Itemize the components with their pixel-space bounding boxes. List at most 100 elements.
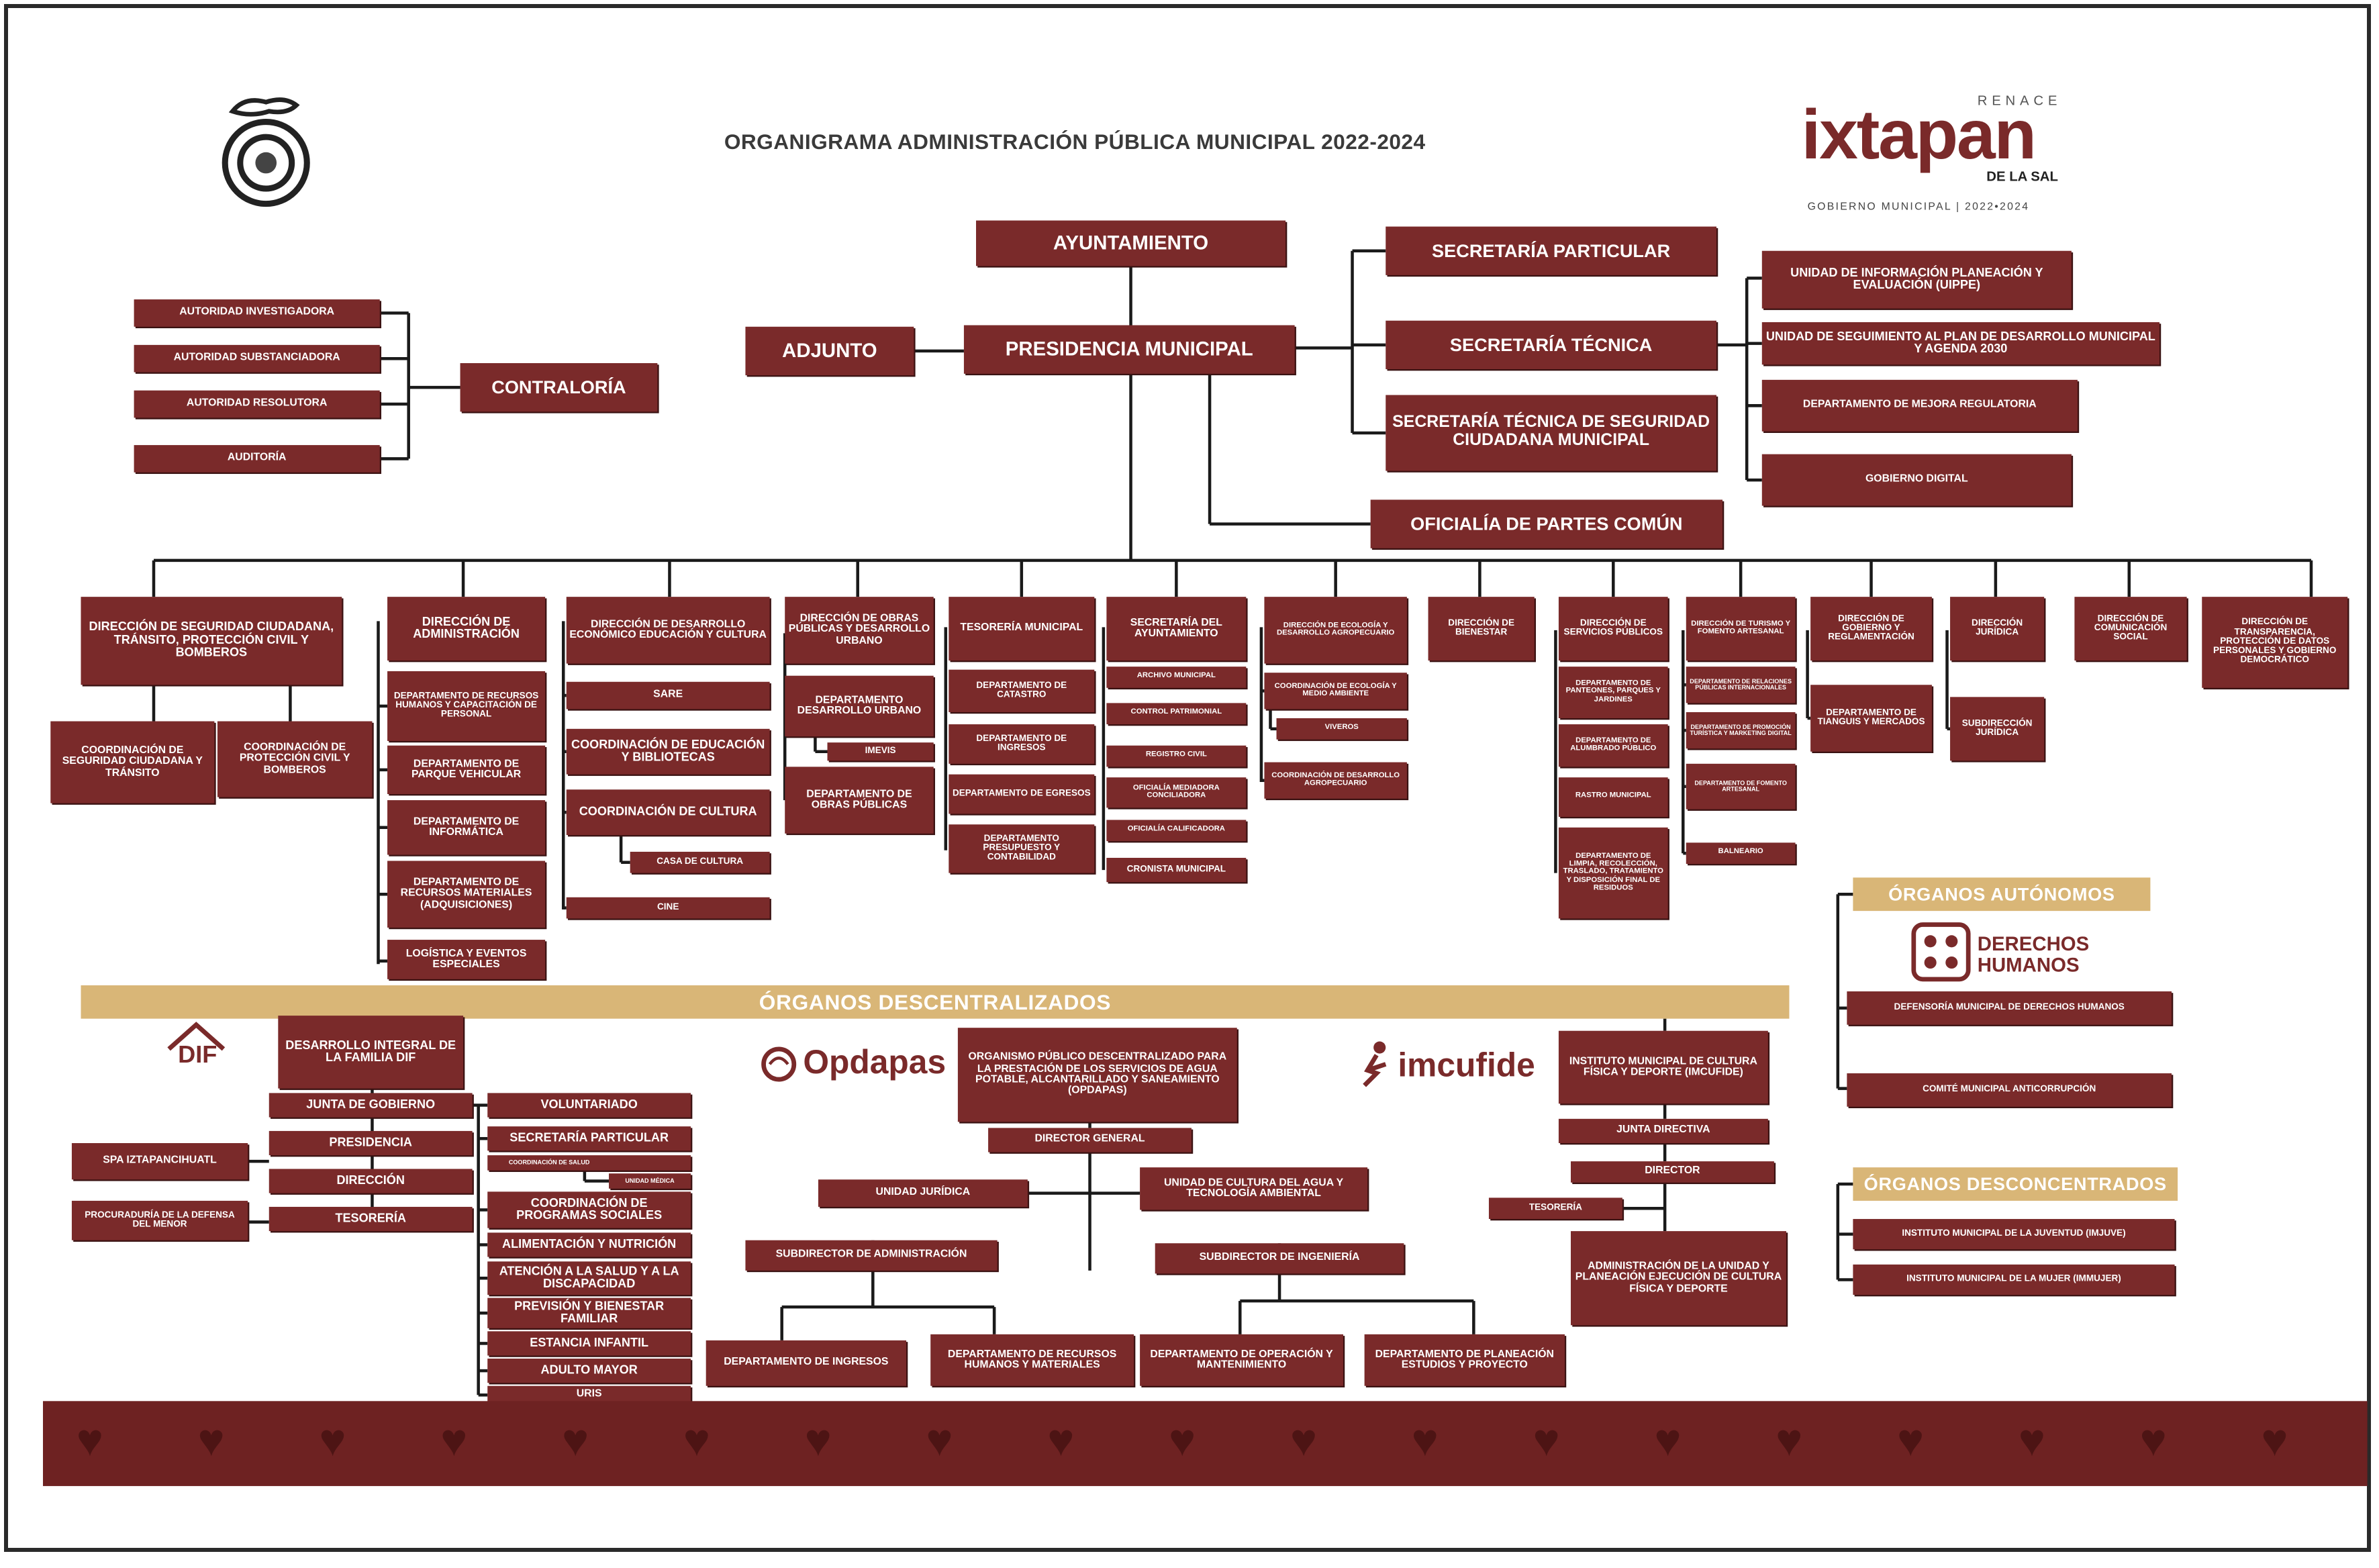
box-coord-prog: COORDINACIÓN DE PROGRAMAS SOCIALES <box>487 1191 691 1228</box>
box-d-ecologia: DIRECCIÓN DE ECOLOGÍA Y DESARROLLO AGROP… <box>1264 597 1407 664</box>
heart-icon: ♥ <box>2139 1416 2167 1467</box>
box-coord-pc: COORDINACIÓN DE PROTECCIÓN CIVIL Y BOMBE… <box>217 721 373 797</box>
box-dep-rh: DEPARTAMENTO DE RECURSOS HUMANOS Y CAPAC… <box>387 671 546 741</box>
box-dif: DESARROLLO INTEGRAL DE LA FAMILIA DIF <box>278 1016 464 1089</box>
heart-icon: ♥ <box>1047 1416 1075 1467</box>
box-d-juridica: DIRECCIÓN JURÍDICA <box>1950 597 2045 661</box>
logo-sub: DE LA SAL <box>1986 168 2058 185</box>
box-comite: COMITÉ MUNICIPAL ANTICORRUPCIÓN <box>1847 1073 2172 1107</box>
box-d-admin: DIRECCIÓN DE ADMINISTRACIÓN <box>387 597 546 661</box>
dif-logo: DIF <box>163 1016 273 1085</box>
box-op-rh: DEPARTAMENTO DE RECURSOS HUMANOS Y MATER… <box>930 1334 1134 1386</box>
box-dep-info: DEPARTAMENTO DE INFORMÁTICA <box>387 800 546 855</box>
box-aut-investigadora: AUTORIDAD INVESTIGADORA <box>134 299 380 327</box>
opdapas-logo: Opdapas <box>761 1037 958 1097</box>
heart-icon: ♥ <box>197 1416 225 1467</box>
page-frame: ORGANIGRAMA ADMINISTRACIÓN PÚBLICA MUNIC… <box>4 4 2371 1552</box>
heart-icon: ♥ <box>1654 1416 1682 1467</box>
box-mediadora: OFICIALÍA MEDIADORA CONCILIADORA <box>1106 777 1247 808</box>
box-op-planeacion: DEPARTAMENTO DE PLANEACIÓN ESTUDIOS Y PR… <box>1364 1334 1565 1386</box>
box-dif-sec-part: SECRETARÍA PARTICULAR <box>487 1126 691 1151</box>
box-sec-ayto: SECRETARÍA DEL AYUNTAMIENTO <box>1106 597 1247 661</box>
logo-name: ixtapan <box>1801 94 2037 174</box>
heart-icon: ♥ <box>440 1416 468 1467</box>
heart-icon: ♥ <box>1290 1416 1318 1467</box>
box-dep-obras: DEPARTAMENTO DE OBRAS PÚBLICAS <box>785 767 934 834</box>
box-d-obras: DIRECCIÓN DE OBRAS PÚBLICAS Y DESARROLLO… <box>785 597 934 664</box>
box-prevision: PREVISIÓN Y BIENESTAR FAMILIAR <box>487 1297 691 1328</box>
box-coord-edu: COORDINACIÓN DE EDUCACIÓN Y BIBLIOTECAS <box>566 728 770 775</box>
box-uippe: UNIDAD DE INFORMACIÓN PLANEACIÓN Y EVALU… <box>1761 250 2072 309</box>
box-d-economico: DIRECCIÓN DE DESARROLLO ECONÓMICO EDUCAC… <box>566 597 770 664</box>
box-director: DIRECTOR <box>1571 1161 1774 1183</box>
box-dep-alumbrado: DEPARTAMENTO DE ALUMBRADO PÚBLICO <box>1558 724 1668 767</box>
connector-lines <box>152 249 2313 1397</box>
box-unidad-medica: UNIDAD MÉDICA <box>609 1173 691 1189</box>
box-im-admin: ADMINISTRACIÓN DE LA UNIDAD Y PLANEACIÓN… <box>1571 1231 1786 1326</box>
box-procuraduria: PROCURADURÍA DE LA DEFENSA DEL MENOR <box>71 1200 248 1240</box>
heart-icon: ♥ <box>76 1416 103 1467</box>
derechos-humanos-logo: DERECHOS HUMANOS <box>1910 918 2123 985</box>
box-op-operacion: DEPARTAMENTO DE OPERACIÓN Y MANTENIMIENT… <box>1140 1334 1343 1386</box>
opdapas-logo-text: Opdapas <box>803 1042 946 1081</box>
logo-gobierno: GOBIERNO MUNICIPAL | 2022•2024 <box>1807 202 2030 213</box>
box-voluntariado: VOLUNTARIADO <box>487 1093 691 1118</box>
box-imjuve: INSTITUTO MUNICIPAL DE LA JUVENTUD (IMJU… <box>1853 1219 2175 1250</box>
box-d-gobierno: DIRECCIÓN DE GOBIERNO Y REGLAMENTACIÓN <box>1810 597 1932 661</box>
box-balneario: BALNEARIO <box>1686 842 1796 865</box>
imcufide-logo: imcufide <box>1355 1037 1553 1097</box>
box-op-ingresos: DEPARTAMENTO DE INGRESOS <box>706 1340 907 1386</box>
box-dep-tianguis: DEPARTAMENTO DE TIANGUIS Y MERCADOS <box>1810 685 1932 752</box>
box-dep-relaciones: DEPARTAMENTO DE RELACIONES PÚBLICAS INTE… <box>1686 667 1796 703</box>
box-seguimiento: UNIDAD DE SEGUIMIENTO AL PLAN DE DESARRO… <box>1761 322 2159 365</box>
box-imcufide: INSTITUTO MUNICIPAL DE CULTURA FÍSICA Y … <box>1558 1030 1768 1104</box>
heart-icon: ♥ <box>561 1416 589 1467</box>
box-dep-limpia: DEPARTAMENTO DE LIMPIA, RECOLECCIÓN, TRA… <box>1558 827 1668 919</box>
box-subd-ing: SUBDIRECTOR DE INGENIERÍA <box>1155 1243 1404 1274</box>
box-d-comunicacion: DIRECCIÓN DE COMUNICACIÓN SOCIAL <box>2074 597 2187 661</box>
box-control-pat: CONTROL PATRIMONIAL <box>1106 703 1247 725</box>
box-defensoria: DEFENSORÍA MUNICIPAL DE DERECHOS HUMANOS <box>1847 991 2172 1025</box>
box-dep-catastro: DEPARTAMENTO DE CATASTRO <box>949 669 1095 712</box>
box-sare: SARE <box>566 681 770 709</box>
box-estancia: ESTANCIA INFANTIL <box>487 1331 691 1356</box>
box-dif-direccion: DIRECCIÓN <box>269 1169 473 1193</box>
box-imevis: IMEVIS <box>827 742 934 761</box>
heart-icon: ♥ <box>2261 1416 2288 1467</box>
box-adulto: ADULTO MAYOR <box>487 1359 691 1383</box>
box-dep-panteones: DEPARTAMENTO DE PANTEONES, PARQUES Y JAR… <box>1558 667 1668 719</box>
heart-icon: ♥ <box>804 1416 832 1467</box>
box-mejora: DEPARTAMENTO DE MEJORA REGULATORIA <box>1761 379 2078 432</box>
box-rastro: RASTRO MUNICIPAL <box>1558 777 1668 817</box>
heart-icon: ♥ <box>926 1416 953 1467</box>
box-ayuntamiento: AYUNTAMIENTO <box>976 220 1286 266</box>
box-d-servicios: DIRECCIÓN DE SERVICIOS PÚBLICOS <box>1558 597 1668 661</box>
box-cine: CINE <box>566 897 770 919</box>
box-presidencia: PRESIDENCIA MUNICIPAL <box>963 325 1295 374</box>
box-contraloria: CONTRALORÍA <box>460 363 658 412</box>
box-subd-juridica: SUBDIRECCIÓN JURÍDICA <box>1950 697 2045 761</box>
heart-icon: ♥ <box>319 1416 346 1467</box>
box-dep-fomento: DEPARTAMENTO DE FOMENTO ARTESANAL <box>1686 763 1796 810</box>
box-oficialia: OFICIALÍA DE PARTES COMÚN <box>1370 499 1723 548</box>
box-tesoreria: TESORERÍA MUNICIPAL <box>949 597 1095 661</box>
footer-pattern: ♥♥♥♥♥♥♥♥♥♥♥♥♥♥♥♥♥♥♥ <box>42 1401 2368 1486</box>
box-aut-resolutora: AUTORIDAD RESOLUTORA <box>134 390 380 418</box>
heart-icon: ♥ <box>1169 1416 1196 1467</box>
heart-icon: ♥ <box>1411 1416 1439 1467</box>
box-casa-cultura: CASA DE CULTURA <box>630 851 770 873</box>
box-dep-presupuesto: DEPARTAMENTO PRESUPUESTO Y CONTABILIDAD <box>949 824 1095 873</box>
box-dep-promocion: DEPARTAMENTO DE PROMOCIÓN TURÍSTICA Y MA… <box>1686 712 1796 749</box>
heart-icon: ♥ <box>2018 1416 2046 1467</box>
box-alimentacion: ALIMENTACIÓN Y NUTRICIÓN <box>487 1232 691 1257</box>
box-immujer: INSTITUTO MUNICIPAL DE LA MUJER (IMMUJER… <box>1853 1264 2175 1295</box>
page-title: ORGANIGRAMA ADMINISTRACIÓN PÚBLICA MUNIC… <box>724 129 1426 154</box>
box-logistica: LOGÍSTICA Y EVENTOS ESPECIALES <box>387 940 546 979</box>
box-d-turismo: DIRECCIÓN DE TURISMO Y FOMENTO ARTESANAL <box>1686 597 1796 661</box>
coat-of-arms-logo <box>217 87 315 211</box>
box-aut-substanciadora: AUTORIDAD SUBSTANCIADORA <box>134 344 380 373</box>
box-coord-ecologia: COORDINACIÓN DE ECOLOGÍA Y MEDIO AMBIENT… <box>1264 673 1407 709</box>
band-autonomos: ÓRGANOS AUTÓNOMOS <box>1853 877 2151 912</box>
box-coord-cultura: COORDINACIÓN DE CULTURA <box>566 789 770 836</box>
dif-logo-text: DIF <box>178 1042 217 1069</box>
